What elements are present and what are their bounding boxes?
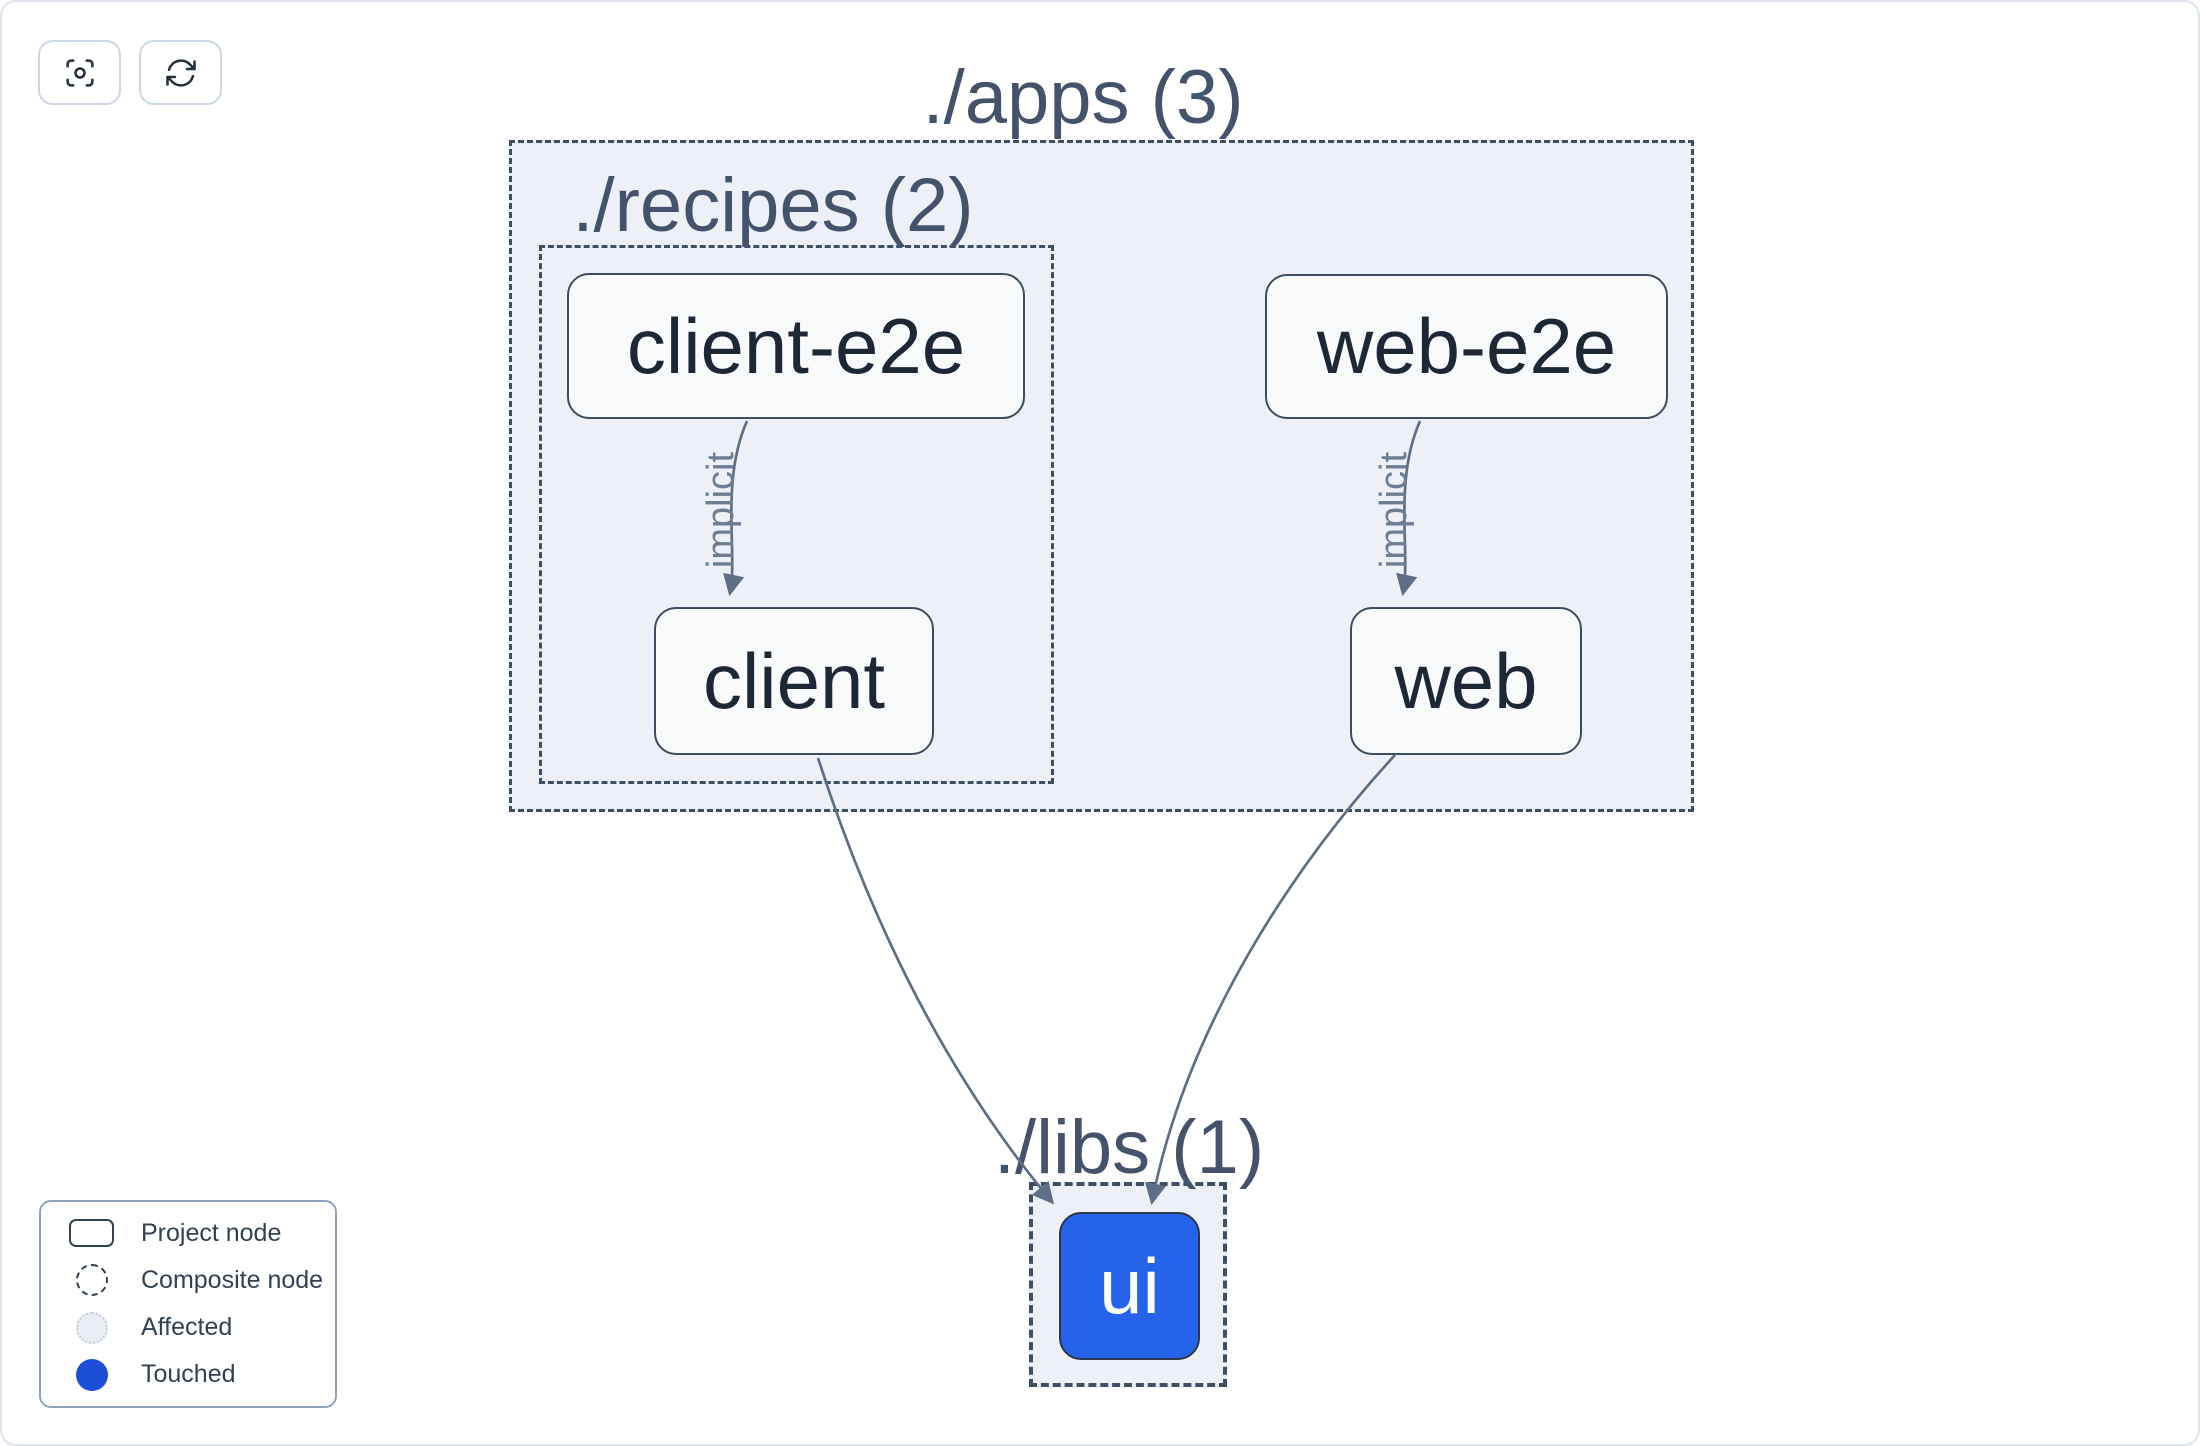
project-node-swatch-icon — [69, 1219, 114, 1248]
composite-label-libs: ./libs (1) — [993, 1105, 1265, 1190]
legend-item-touched: Touched — [41, 1353, 335, 1397]
legend-item-project-node: Project node — [41, 1211, 335, 1255]
legend-label: Composite node — [141, 1265, 324, 1294]
legend-label: Touched — [141, 1360, 236, 1389]
edge-web-e2e-to-web[interactable] — [1396, 420, 1422, 597]
edge-web-to-ui[interactable] — [1144, 754, 1396, 1206]
edge-client-e2e-to-client[interactable] — [723, 420, 749, 597]
edge-label-implicit-right: implicit — [1373, 452, 1415, 569]
node-label: web-e2e — [1316, 302, 1617, 390]
composite-node-recipes[interactable] — [539, 245, 1054, 784]
project-node-web[interactable]: web — [1350, 607, 1582, 755]
affected-swatch-icon — [75, 1311, 108, 1344]
edge-label-implicit-left: implicit — [700, 452, 742, 569]
composite-label-recipes: ./recipes (2) — [572, 163, 974, 248]
refresh-graph-button[interactable] — [139, 40, 222, 105]
node-label: ui — [1099, 1241, 1160, 1330]
project-node-ui-touched[interactable]: ui — [1059, 1212, 1200, 1360]
touched-swatch-icon — [75, 1358, 108, 1391]
legend-item-composite-node: Composite node — [41, 1258, 335, 1302]
node-label: client-e2e — [626, 301, 966, 390]
composite-node-swatch-icon — [75, 1264, 108, 1297]
legend-item-affected: Affected — [41, 1306, 335, 1350]
legend: Project node Composite node Affected Tou… — [39, 1200, 337, 1408]
composite-label-apps: ./apps (3) — [922, 55, 1244, 140]
edge-client-to-ui[interactable] — [816, 757, 1055, 1205]
project-node-client-e2e[interactable]: client-e2e — [567, 273, 1025, 419]
legend-label: Affected — [141, 1313, 233, 1342]
project-node-web-e2e[interactable]: web-e2e — [1265, 274, 1668, 419]
node-label: client — [702, 636, 886, 725]
node-label: web — [1394, 636, 1538, 725]
legend-label: Project node — [141, 1218, 282, 1247]
project-node-client[interactable]: client — [654, 607, 934, 755]
refresh-icon — [165, 58, 196, 87]
viewfinder-icon — [65, 58, 94, 87]
focus-view-button[interactable] — [38, 40, 121, 105]
